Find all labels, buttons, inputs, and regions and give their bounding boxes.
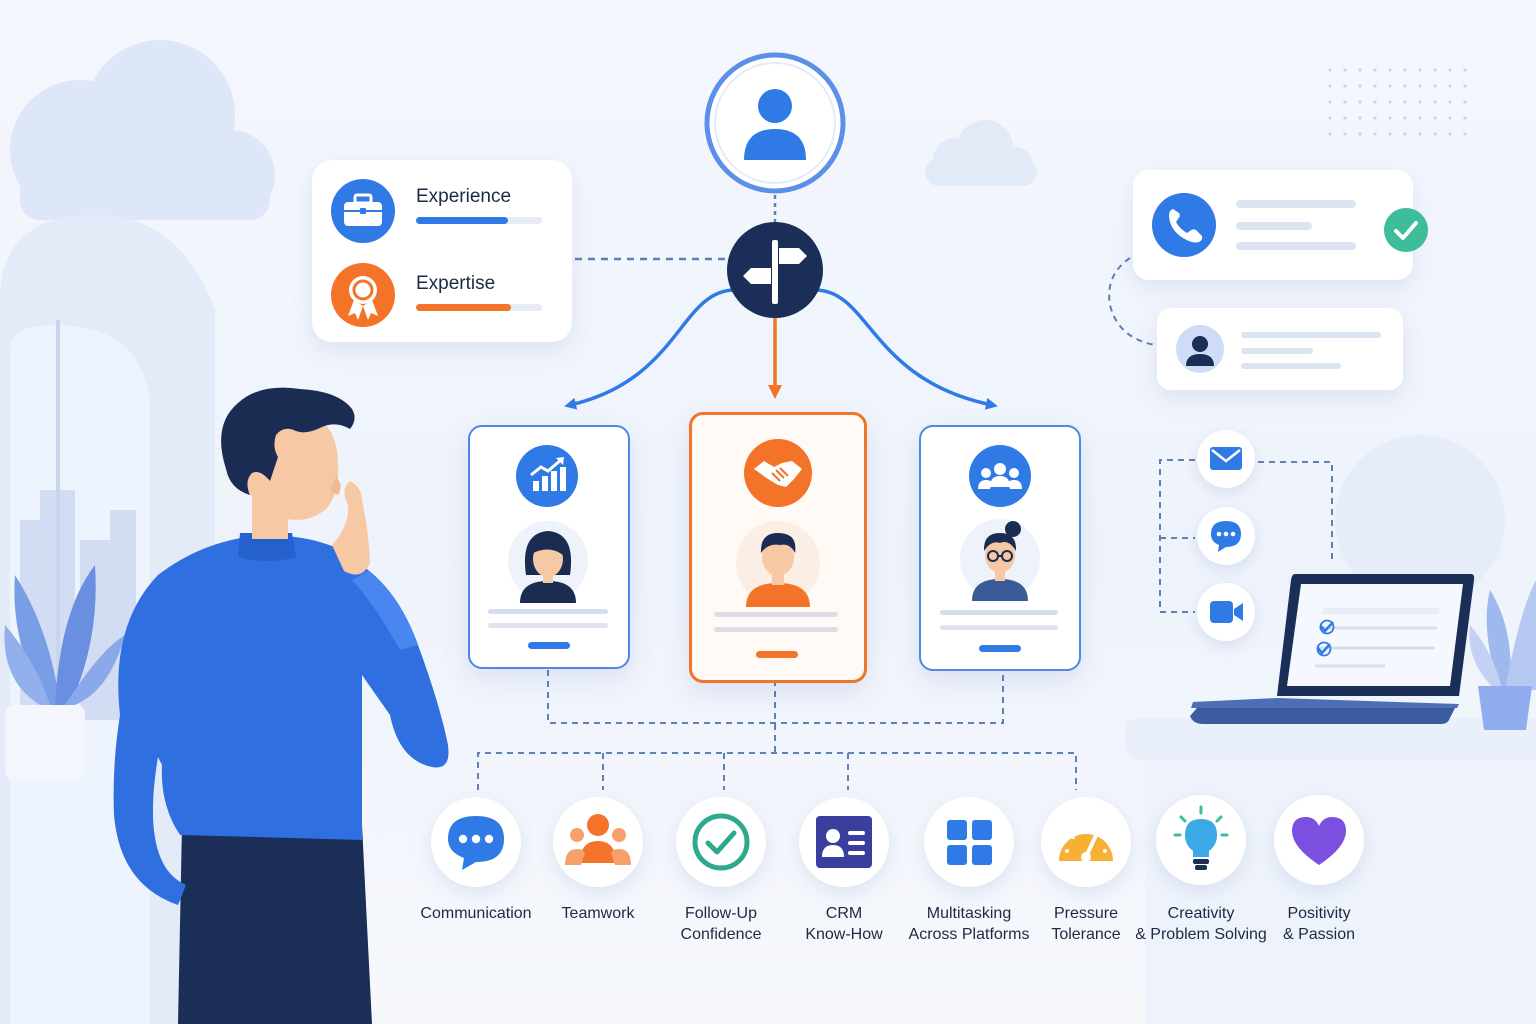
trait-creativity <box>1156 795 1246 885</box>
team-icon <box>969 445 1031 507</box>
heart-icon <box>1292 817 1346 865</box>
email-channel <box>1197 430 1255 488</box>
skill-label-expertise: Expertise <box>416 273 496 294</box>
chat-icon <box>1211 521 1241 552</box>
trait-label-positivity: Positivity& Passion <box>1282 905 1356 943</box>
trait-pressure-tolerance <box>1041 797 1131 887</box>
dot-grid <box>1328 68 1467 136</box>
laptop-icon <box>1190 574 1475 724</box>
briefcase-icon <box>331 179 395 243</box>
trait-label-creativity: Creativity& Problem Solving <box>1135 905 1267 943</box>
trait-multitasking <box>924 797 1014 887</box>
skill-bar-fill-expertise <box>416 304 511 311</box>
trait-crm-know-how <box>799 797 889 887</box>
plant-pot-left <box>5 705 85 780</box>
video-channel <box>1197 583 1255 641</box>
skill-bar-fill-experience <box>416 217 508 224</box>
plant-right <box>1469 580 1536 730</box>
growth-chart-icon <box>516 445 578 507</box>
plant-left <box>4 565 125 705</box>
trait-label-communication: Communication <box>420 905 532 922</box>
candidate-avatar-man <box>736 521 820 607</box>
thinking-man-illustration <box>113 387 449 1024</box>
chat-bubble-icon <box>448 816 504 870</box>
trait-tree <box>477 670 1077 790</box>
phone-icon <box>1152 193 1216 257</box>
gauge-icon <box>1059 827 1113 862</box>
branch-left <box>564 288 736 410</box>
handshake-icon <box>744 439 812 507</box>
email-icon <box>1210 447 1242 470</box>
branch-right <box>814 288 998 410</box>
cloud-left <box>10 40 275 220</box>
chat-channel <box>1197 507 1255 565</box>
award-ribbon-icon <box>331 263 395 327</box>
trait-label-teamwork: Teamwork <box>561 905 635 922</box>
candidate-card-selected[interactable] <box>689 412 867 683</box>
candidate-card-3[interactable] <box>919 425 1081 671</box>
trait-teamwork <box>553 797 643 887</box>
contact-card-icon <box>816 816 872 868</box>
grid-icon <box>947 820 992 865</box>
skill-label-experience: Experience <box>416 186 512 207</box>
candidate-avatar-woman <box>508 521 588 603</box>
desk <box>1125 718 1536 765</box>
team-icon <box>565 814 631 865</box>
skill-bar-expertise <box>416 304 542 311</box>
candidate-avatar-woman-glasses <box>960 519 1040 601</box>
signpost-icon <box>727 222 823 318</box>
contact-card <box>1157 308 1403 390</box>
check-circle-icon <box>692 813 750 871</box>
skills-card: Experience Expertise <box>312 160 572 342</box>
cloud-small <box>925 120 1037 186</box>
call-card <box>1133 170 1413 280</box>
contact-icon <box>1176 325 1224 373</box>
trait-follow-up-confidence <box>676 797 766 887</box>
lightbulb-icon <box>1173 805 1229 870</box>
video-icon <box>1210 601 1243 623</box>
check-circle-icon <box>1384 208 1428 252</box>
candidate-card-1[interactable] <box>468 425 630 669</box>
trait-communication <box>431 797 521 887</box>
user-icon <box>704 52 846 194</box>
channel-connectors <box>1108 257 1333 613</box>
skill-bar-experience <box>416 217 542 224</box>
trait-positivity <box>1274 795 1364 885</box>
